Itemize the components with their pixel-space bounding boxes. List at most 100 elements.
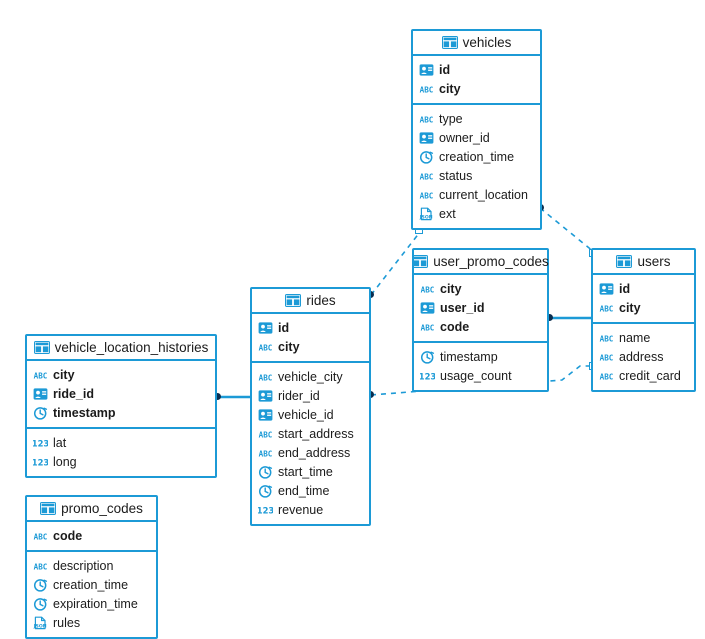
svg-text:ABC: ABC bbox=[600, 353, 614, 362]
field-row[interactable]: ABC status bbox=[413, 166, 540, 185]
svg-text:ABC: ABC bbox=[421, 285, 435, 294]
table-icon bbox=[441, 35, 458, 50]
id-card-icon bbox=[258, 321, 273, 335]
svg-text:ABC: ABC bbox=[421, 323, 435, 332]
field-label: revenue bbox=[278, 502, 324, 517]
field-label: rider_id bbox=[278, 388, 320, 403]
table-header-vehicle_location_histories[interactable]: vehicle_location_histories bbox=[27, 336, 215, 361]
field-row[interactable]: owner_id bbox=[413, 128, 540, 147]
table-header-user_promo_codes[interactable]: user_promo_codes bbox=[412, 250, 549, 275]
field-label: address bbox=[619, 349, 664, 364]
field-row[interactable]: ABC address bbox=[593, 347, 694, 366]
json-icon: JSON bbox=[33, 616, 48, 630]
field-row[interactable]: ABC name bbox=[593, 328, 694, 347]
table-title: rides bbox=[306, 293, 336, 308]
abc-icon: ABC bbox=[599, 331, 614, 345]
table-header-vehicles[interactable]: vehicles bbox=[413, 31, 540, 56]
primary-key-row[interactable]: id bbox=[252, 318, 369, 337]
table-header-rides[interactable]: rides bbox=[252, 289, 369, 314]
number-icon: 123 bbox=[33, 455, 48, 469]
primary-key-row[interactable]: id bbox=[593, 279, 694, 298]
field-row[interactable]: timestamp bbox=[414, 347, 547, 366]
table-header-promo_codes[interactable]: promo_codes bbox=[27, 497, 156, 522]
field-label: owner_id bbox=[439, 130, 490, 145]
table-title: users bbox=[637, 254, 671, 269]
abc-icon: ABC bbox=[599, 350, 614, 364]
svg-text:ABC: ABC bbox=[34, 532, 48, 541]
abc-icon: ABC bbox=[258, 370, 273, 384]
primary-key-row[interactable]: user_id bbox=[414, 298, 547, 317]
abc-icon: ABC bbox=[33, 559, 48, 573]
abc-icon: ABC bbox=[419, 112, 434, 126]
field-label: id bbox=[278, 320, 290, 335]
abc-icon: ABC bbox=[419, 169, 434, 183]
field-row[interactable]: expiration_time bbox=[27, 594, 156, 613]
field-label: name bbox=[619, 330, 651, 345]
field-section: ABC description creation_time expiration_ti… bbox=[27, 552, 156, 637]
field-row[interactable]: creation_time bbox=[27, 575, 156, 594]
field-row[interactable]: vehicle_id bbox=[252, 405, 369, 424]
table-header-users[interactable]: users bbox=[593, 250, 694, 275]
field-label: description bbox=[53, 558, 114, 573]
field-row[interactable]: ABC end_address bbox=[252, 443, 369, 462]
primary-key-row[interactable]: ride_id bbox=[27, 384, 215, 403]
field-label: end_address bbox=[278, 445, 351, 460]
clock-icon bbox=[419, 150, 434, 164]
field-row[interactable]: rider_id bbox=[252, 386, 369, 405]
field-row[interactable]: ABC type bbox=[413, 109, 540, 128]
field-label: city bbox=[53, 367, 75, 382]
field-row[interactable]: 123 long bbox=[27, 452, 215, 471]
field-label: creation_time bbox=[53, 577, 129, 592]
primary-key-row[interactable]: timestamp bbox=[27, 403, 215, 422]
svg-text:123: 123 bbox=[420, 371, 435, 381]
clock-icon bbox=[33, 578, 48, 592]
field-row[interactable]: ABC vehicle_city bbox=[252, 367, 369, 386]
id-card-icon bbox=[420, 301, 435, 315]
edge-marker-vlh-right bbox=[214, 393, 221, 400]
field-row[interactable]: start_time bbox=[252, 462, 369, 481]
field-row[interactable]: ABC description bbox=[27, 556, 156, 575]
svg-text:ABC: ABC bbox=[259, 449, 273, 458]
table-icon bbox=[33, 340, 50, 355]
json-icon: JSON bbox=[419, 207, 434, 221]
primary-key-row[interactable]: id bbox=[413, 60, 540, 79]
svg-text:ABC: ABC bbox=[259, 430, 273, 439]
field-row[interactable]: creation_time bbox=[413, 147, 540, 166]
field-label: long bbox=[53, 454, 77, 469]
svg-text:ABC: ABC bbox=[600, 372, 614, 381]
svg-text:JSON: JSON bbox=[33, 623, 47, 629]
id-card-icon bbox=[258, 408, 273, 422]
field-row[interactable]: end_time bbox=[252, 481, 369, 500]
field-label: vehicle_city bbox=[278, 369, 343, 384]
field-label: status bbox=[439, 168, 473, 183]
field-label: type bbox=[439, 111, 463, 126]
